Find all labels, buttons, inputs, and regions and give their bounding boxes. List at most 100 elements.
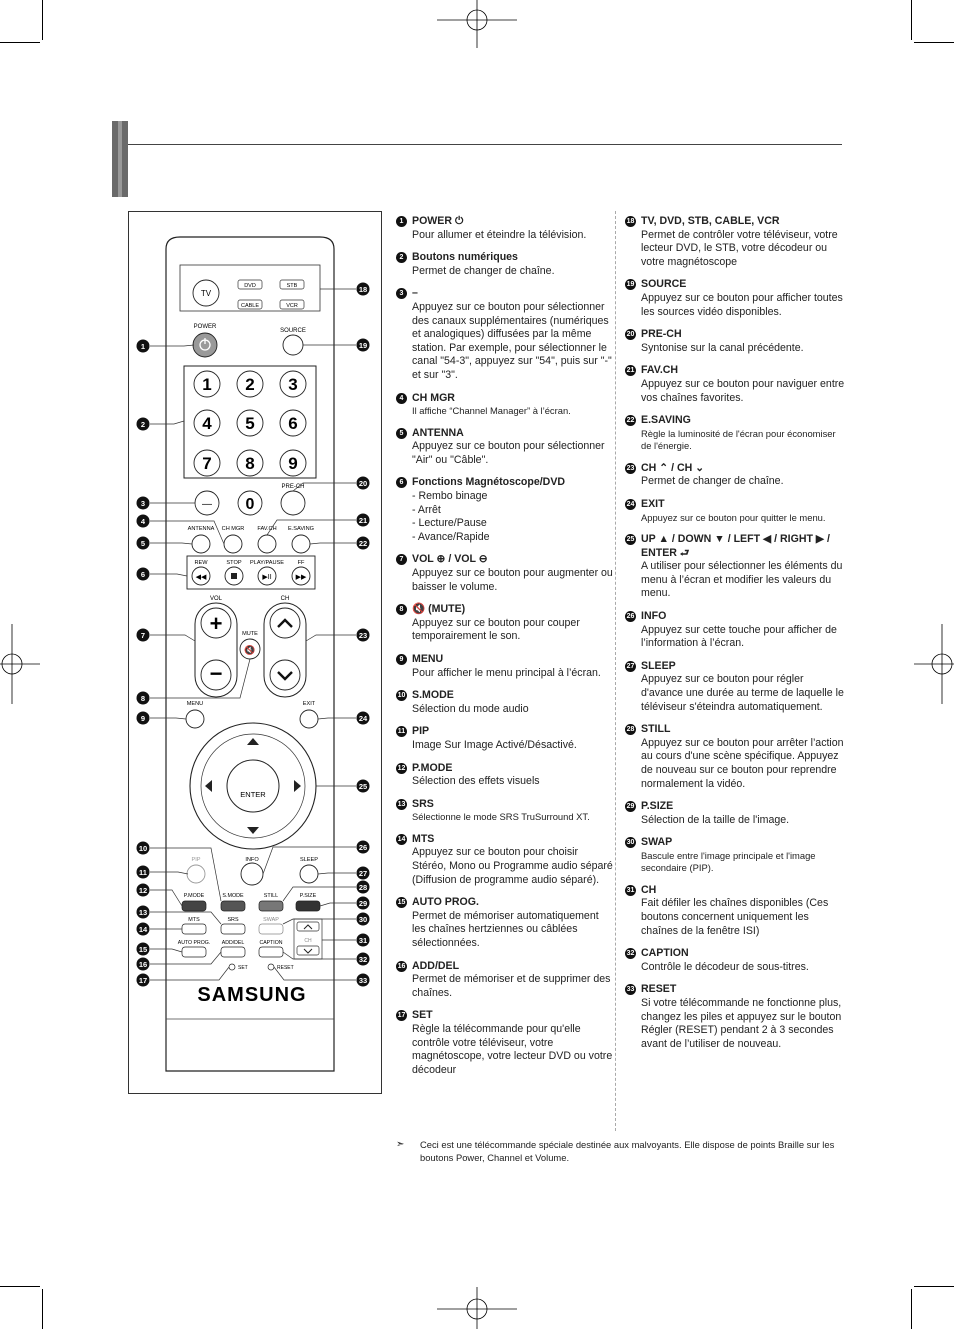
callout-number: 9 (141, 714, 145, 723)
callout-leader-line (317, 717, 356, 720)
esaving-label: E.SAVING (288, 526, 314, 532)
callout-marker (356, 282, 370, 296)
up-arrow-icon[interactable] (247, 738, 259, 745)
item-title: UP ▲ / DOWN ▼ / LEFT ◀ / RIGHT ▶ / ENTER… (641, 533, 830, 559)
callout-marker (136, 496, 150, 510)
callout-leader-line (282, 951, 356, 960)
sleep-button[interactable] (299, 864, 319, 884)
digit-label: 5 (245, 414, 254, 433)
stb-button[interactable]: STB (287, 283, 298, 289)
pmode-label: P.MODE (184, 893, 205, 899)
item-number-badge: 16 (396, 960, 407, 972)
exit-button[interactable] (299, 709, 319, 729)
callout-leader-line (273, 966, 356, 981)
enter-button[interactable] (226, 759, 280, 813)
power-button[interactable] (192, 332, 218, 358)
esaving-button[interactable] (291, 534, 311, 554)
crop-mark (42, 1289, 43, 1329)
digit-button[interactable] (193, 370, 221, 398)
callout-marker (356, 952, 370, 966)
tv-button[interactable]: TV (201, 289, 212, 298)
item-title: SWAP (641, 836, 673, 849)
digit-button[interactable] (236, 409, 264, 437)
playpause-label: PLAY/PAUSE (250, 560, 284, 566)
set-button[interactable] (228, 963, 236, 971)
item-title: SET (412, 1009, 433, 1022)
digit-button[interactable] (279, 370, 307, 398)
callout-number: 19 (359, 341, 367, 350)
callout-number: 20 (359, 479, 367, 488)
chmgr-button[interactable] (223, 534, 243, 554)
digit-button[interactable] (279, 409, 307, 437)
ff-button[interactable] (291, 566, 311, 586)
digit-button[interactable] (236, 449, 264, 477)
item-description: Image Sur Image Activé/Désactivé. (412, 738, 577, 751)
down-arrow-icon[interactable] (247, 827, 259, 834)
callout-number: 22 (359, 539, 367, 548)
small-ch-down-button[interactable] (296, 945, 320, 956)
digit-label: 8 (245, 454, 254, 473)
item-description: Appuyez sur ce bouton pour quitter le me… (641, 511, 826, 523)
item-number-badge: 6 (396, 477, 407, 489)
item-description: Sélectionne le mode SRS TruSurround XT. (412, 811, 590, 823)
power-label: POWER (194, 324, 217, 330)
vcr-button[interactable]: VCR (286, 303, 298, 309)
callout-leader-line (150, 966, 230, 981)
left-arrow-icon[interactable] (205, 780, 212, 792)
vol-down-icon: − (210, 661, 223, 686)
rew-button[interactable] (191, 566, 211, 586)
note: ➣ Ceci est une télécommande spéciale des… (396, 1138, 846, 1164)
info-button[interactable] (240, 862, 264, 886)
zero-button[interactable] (237, 490, 263, 516)
playpause-button[interactable] (257, 566, 277, 586)
callout-number: 12 (139, 886, 147, 895)
digit-button[interactable] (193, 409, 221, 437)
item-description: Permet de mémoriser et de supprimer des … (412, 973, 611, 999)
smode-button[interactable] (220, 900, 246, 912)
pmode-button[interactable] (181, 900, 207, 912)
callout-marker (356, 338, 370, 352)
digit-label: 4 (202, 414, 212, 433)
item-number-badge: 1 (396, 216, 407, 227)
item-title: 🔇 (MUTE) (412, 603, 466, 616)
antenna-button[interactable] (191, 534, 211, 554)
still-button[interactable] (258, 900, 284, 912)
srs-button[interactable] (220, 923, 246, 935)
item-number-badge: 3 (396, 288, 407, 300)
menu-button[interactable] (185, 709, 205, 729)
digit-button[interactable] (279, 449, 307, 477)
favch-button[interactable] (257, 534, 277, 554)
item-number-badge: 33 (625, 984, 636, 996)
digit-button[interactable] (236, 370, 264, 398)
source-button[interactable] (282, 334, 304, 356)
pip-button[interactable] (186, 864, 206, 884)
item-title: E.SAVING (641, 414, 691, 427)
cable-button[interactable]: CABLE (241, 303, 259, 309)
caption-button[interactable] (258, 946, 284, 958)
swap-button[interactable] (258, 923, 284, 935)
item-description: Syntonise sur la canal précédente. (641, 341, 804, 354)
digit-button[interactable] (193, 449, 221, 477)
callout-number: 30 (359, 915, 367, 924)
callout-leader-line (150, 573, 188, 577)
callout-leader-line (150, 420, 185, 425)
small-ch-up-button[interactable] (296, 921, 320, 932)
dvd-button[interactable]: DVD (244, 283, 256, 289)
callout-marker (356, 536, 370, 550)
vol-label: VOL (210, 596, 223, 602)
item-description: Appuyez sur ce bouton pour augmenter ou … (412, 566, 613, 593)
item-description: Sélection des effets visuels (412, 775, 540, 788)
right-arrow-icon[interactable] (294, 780, 301, 792)
item-number-badge: 11 (396, 726, 407, 738)
psize-button[interactable] (295, 900, 321, 912)
adddel-button[interactable] (220, 946, 246, 958)
callout-number: 13 (139, 908, 147, 917)
description-item: 8🔇 (MUTE)Appuyez sur ce bouton pour coup… (396, 603, 614, 644)
prech-button[interactable] (280, 490, 306, 516)
mts-button[interactable] (181, 923, 207, 935)
reset-button[interactable] (267, 963, 275, 971)
autoprog-button[interactable] (181, 946, 207, 958)
